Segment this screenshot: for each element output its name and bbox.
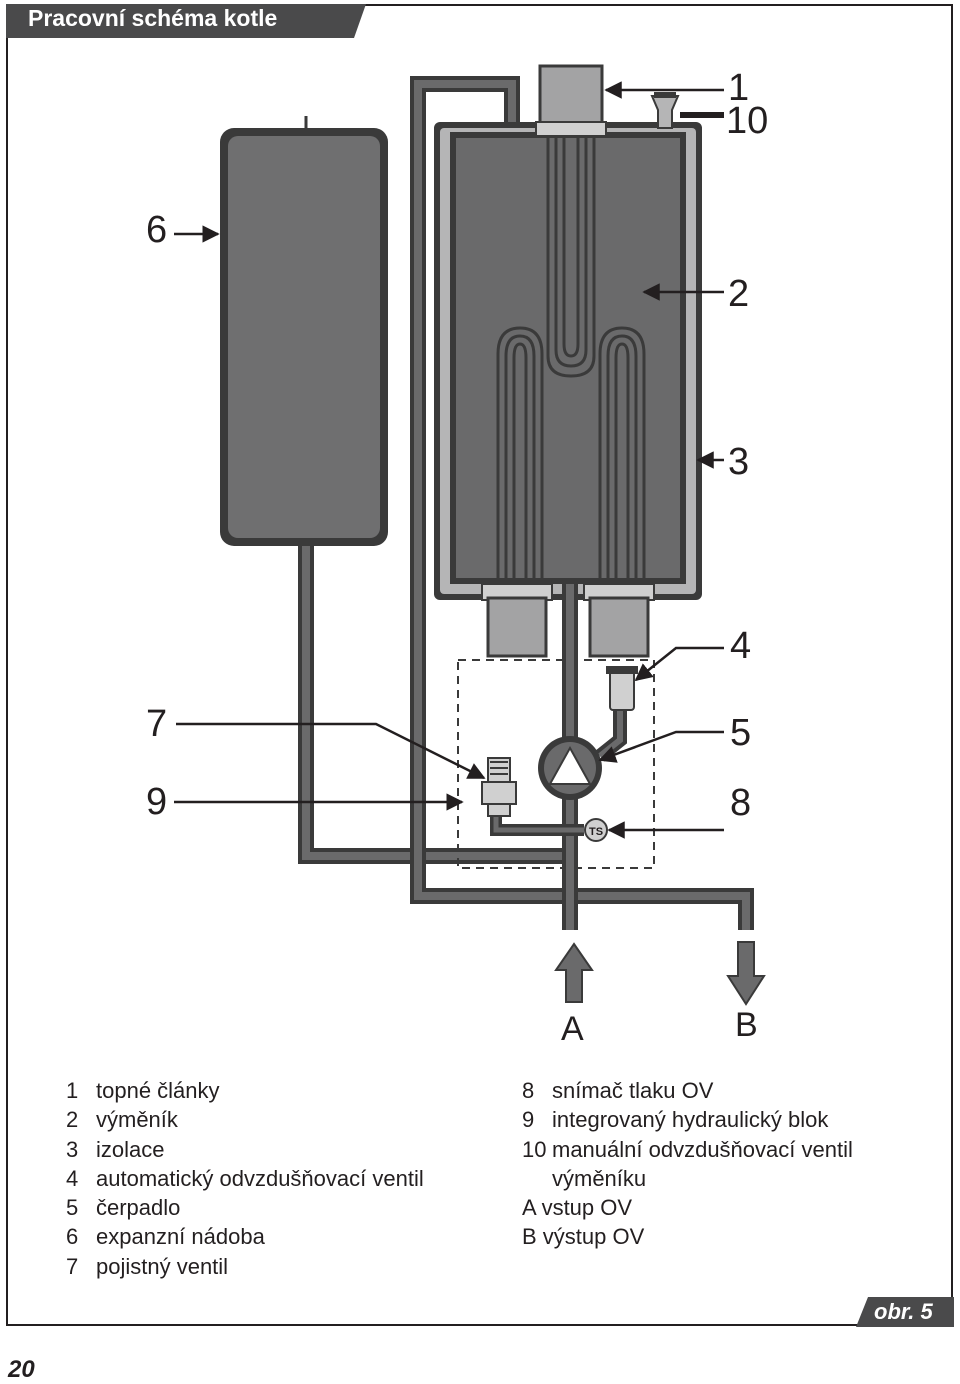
- callout-7: 7: [146, 703, 167, 745]
- inlet-label: A: [561, 1010, 584, 1048]
- boiler-diagram: TS A B 1 10 6 2 3 4 7 5 9 8: [146, 64, 768, 1048]
- expansion-vessel: [220, 116, 388, 546]
- legend-item: výměníku: [552, 1165, 647, 1191]
- callout-2: 2: [728, 273, 749, 315]
- right-heating-element: [583, 326, 655, 658]
- figure-tab: [856, 1297, 954, 1327]
- pressure-sensor: TS: [584, 818, 608, 842]
- page-number: 20: [8, 1356, 35, 1383]
- callout-10: 10: [726, 100, 768, 142]
- inlet-flow-arrow: [554, 942, 594, 1003]
- legend-item: A vstup OV: [522, 1195, 633, 1221]
- page-frame: [6, 4, 953, 1326]
- left-heating-element: [481, 326, 553, 658]
- callout-8: 8: [730, 782, 751, 824]
- page-title: Pracovní schéma kotle: [28, 5, 278, 31]
- outlet-pipe: [410, 76, 754, 930]
- callout-1: 1: [728, 67, 749, 109]
- heat-exchanger: [450, 132, 686, 584]
- automatic-air-vent: [606, 666, 638, 711]
- pressure-sensor-label: TS: [589, 826, 603, 838]
- callout-9: 9: [146, 781, 167, 823]
- pump: [538, 736, 602, 800]
- title-bar: [6, 4, 366, 38]
- callout-6: 6: [146, 209, 167, 251]
- top-heating-element: [535, 64, 607, 378]
- callout-4: 4: [730, 625, 751, 667]
- safety-valve: [481, 757, 517, 817]
- manual-air-vent: [650, 92, 680, 129]
- outlet-flow-arrow: [726, 941, 766, 1006]
- callout-5: 5: [730, 712, 751, 754]
- callout-3: 3: [728, 441, 749, 483]
- figure-label: obr. 5: [874, 1299, 933, 1324]
- legend-item: B výstup OV: [522, 1224, 645, 1250]
- outlet-label: B: [735, 1006, 758, 1044]
